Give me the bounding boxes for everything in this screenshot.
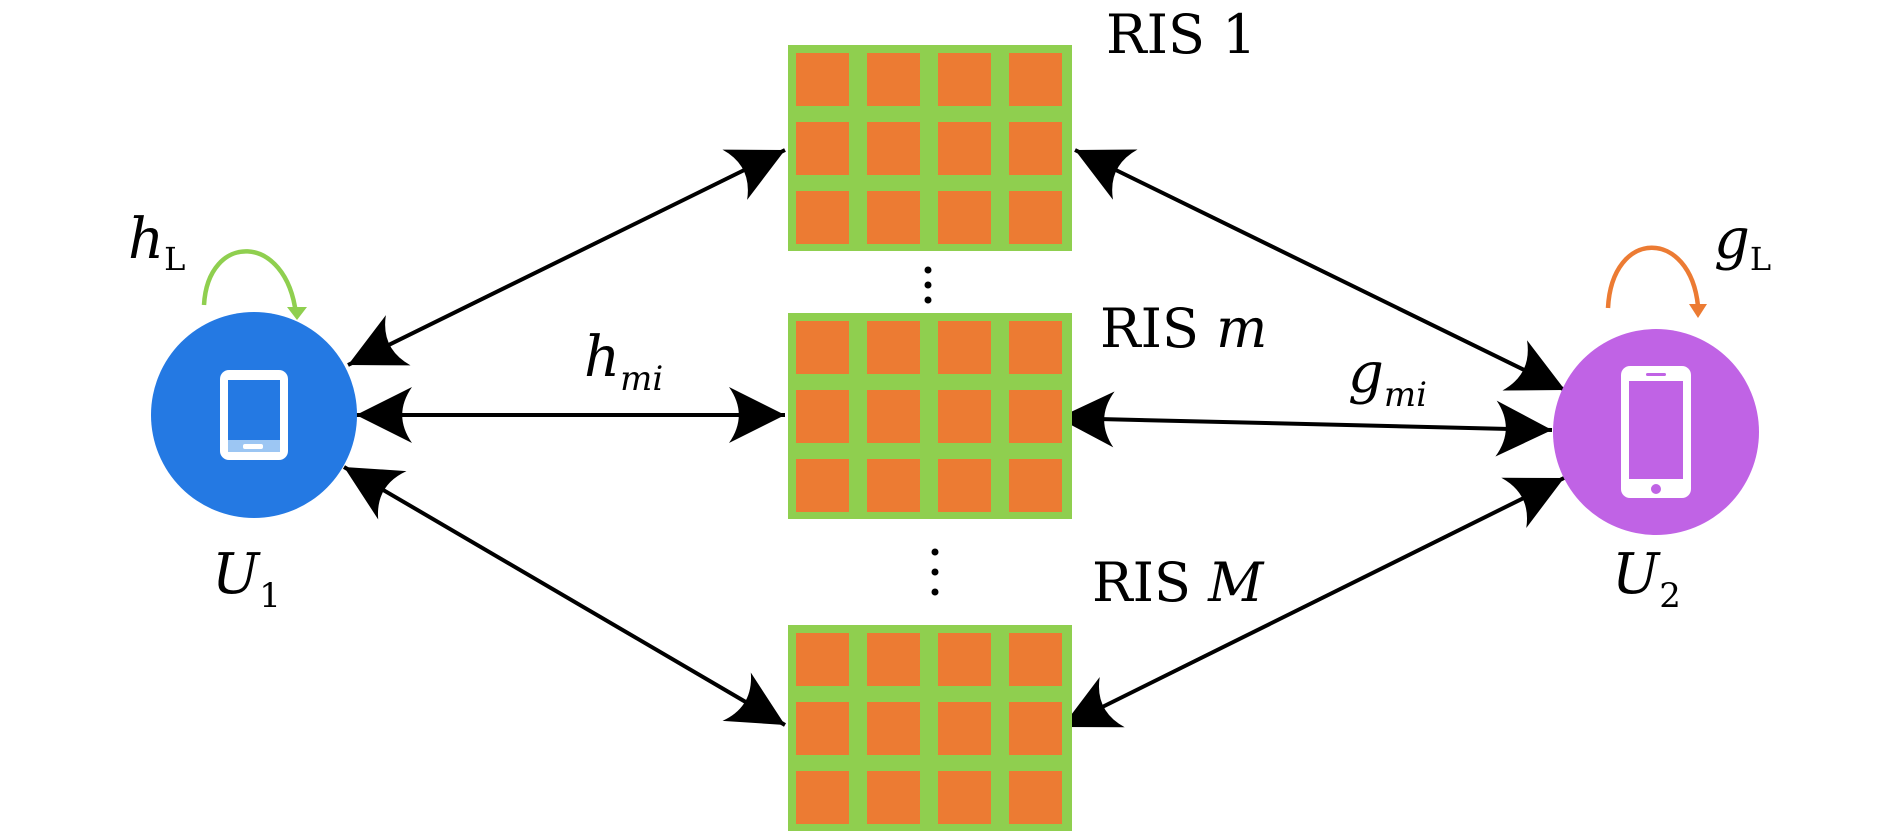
tablet-icon bbox=[220, 370, 288, 460]
ris-element bbox=[938, 459, 991, 512]
ris-element bbox=[1009, 191, 1062, 244]
ris-element bbox=[867, 53, 920, 106]
ris-element bbox=[1009, 122, 1062, 175]
ris-panel-M bbox=[788, 625, 1072, 831]
ris-element bbox=[796, 122, 849, 175]
ris-1-label: RIS 1 bbox=[1106, 3, 1257, 66]
ris-element bbox=[938, 191, 991, 244]
self-loop-u1-arrowhead bbox=[287, 307, 307, 320]
ris-element bbox=[796, 459, 849, 512]
self-loop-u1 bbox=[201, 249, 299, 315]
ris-panels bbox=[788, 45, 1072, 831]
ris-element bbox=[1009, 321, 1062, 374]
ris-element bbox=[867, 122, 920, 175]
ris-element bbox=[938, 122, 991, 175]
ris-element bbox=[796, 53, 849, 106]
ris-element bbox=[796, 191, 849, 244]
ris-element bbox=[867, 771, 920, 824]
smartphone-icon bbox=[1621, 366, 1691, 498]
link-rism-u2 bbox=[1057, 391, 1553, 457]
ris-element bbox=[796, 321, 849, 374]
ris-m-label: RIS m bbox=[1100, 297, 1267, 360]
ris-element bbox=[938, 390, 991, 443]
ris-element bbox=[796, 390, 849, 443]
ris-element bbox=[796, 633, 849, 686]
ris-panel-1 bbox=[788, 45, 1072, 251]
ris-element bbox=[1009, 771, 1062, 824]
self-loop-u2-arrowhead bbox=[1689, 304, 1707, 318]
h-mi-label: hmi bbox=[584, 325, 663, 399]
user2-node bbox=[1553, 245, 1759, 535]
user1-node bbox=[151, 249, 357, 518]
ris-element bbox=[867, 702, 920, 755]
link-ris1-u2 bbox=[1074, 148, 1566, 392]
g-mi-label: gmi bbox=[1348, 341, 1427, 415]
ris-element bbox=[938, 321, 991, 374]
ris-element bbox=[1009, 702, 1062, 755]
ris-element bbox=[1009, 459, 1062, 512]
ris-element bbox=[938, 702, 991, 755]
link-u1-ris1 bbox=[347, 148, 786, 367]
ris-element bbox=[867, 390, 920, 443]
channel-links bbox=[342, 148, 1566, 729]
self-loop-u2 bbox=[1605, 245, 1701, 309]
ris-element bbox=[796, 702, 849, 755]
ris-element bbox=[1009, 390, 1062, 443]
ris-element bbox=[867, 633, 920, 686]
ris-element bbox=[938, 633, 991, 686]
link-risM-u2 bbox=[1061, 476, 1565, 729]
ris-element bbox=[867, 321, 920, 374]
user1-label: U1 bbox=[212, 542, 281, 616]
ris-element bbox=[1009, 633, 1062, 686]
link-u1-risM bbox=[342, 465, 787, 727]
ris-element bbox=[867, 191, 920, 244]
ris-element bbox=[938, 53, 991, 106]
user2-label: U2 bbox=[1612, 542, 1681, 616]
h-loop-label: hL bbox=[128, 207, 185, 278]
ris-M-label: RIS M bbox=[1092, 551, 1265, 614]
ris-element bbox=[1009, 53, 1062, 106]
g-loop-label: gL bbox=[1714, 207, 1771, 278]
ellipsis-dots-lower bbox=[931, 548, 939, 596]
ris-element bbox=[867, 459, 920, 512]
ris-element bbox=[938, 771, 991, 824]
ris-element bbox=[796, 771, 849, 824]
ellipsis-dots-upper bbox=[924, 266, 932, 304]
ris-panel-m bbox=[788, 313, 1072, 519]
